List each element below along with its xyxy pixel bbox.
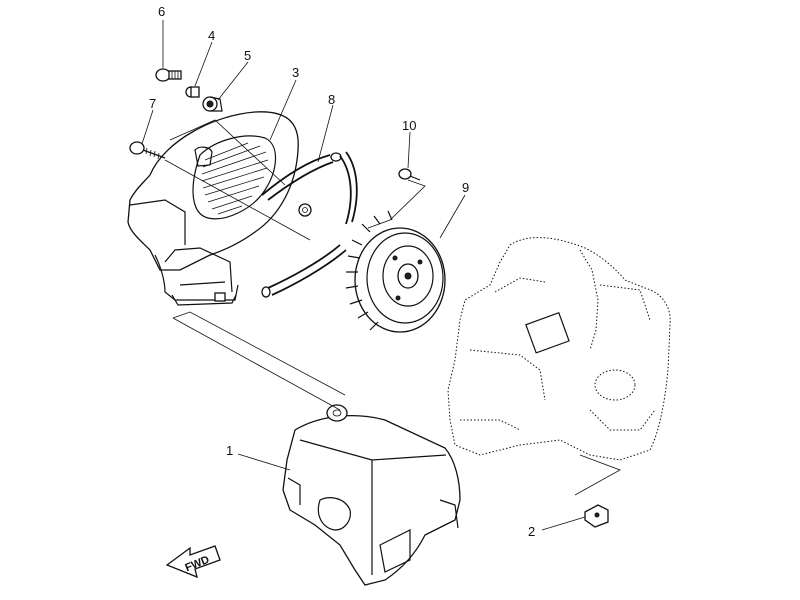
callout-5: 5 <box>244 48 251 63</box>
callout-6: 6 <box>158 4 165 19</box>
callout-7: 7 <box>149 96 156 111</box>
callout-labels: 6 4 5 3 7 8 10 9 1 2 <box>149 4 535 539</box>
callout-2: 2 <box>528 524 535 539</box>
fan-shroud-part <box>127 111 312 306</box>
screw-7-part <box>129 141 166 160</box>
clip-2-part <box>584 504 609 528</box>
shroud-grille <box>201 142 269 215</box>
collar-4-part <box>185 86 200 98</box>
engine-crankcase-outline <box>447 237 671 461</box>
bolt-6-part <box>155 68 182 82</box>
fan-fins <box>345 210 393 331</box>
hose-8-part <box>261 151 358 298</box>
callout-9: 9 <box>462 180 469 195</box>
forward-arrow-icon: FWD <box>165 545 221 579</box>
callout-10: 10 <box>402 118 416 133</box>
grommet-5-part <box>202 96 223 112</box>
assembly-guide-lines <box>164 119 621 496</box>
air-duct-part <box>282 404 461 586</box>
callout-3: 3 <box>292 65 299 80</box>
flywheel-fan-part <box>345 210 446 333</box>
callout-1: 1 <box>226 443 233 458</box>
callout-4: 4 <box>208 28 215 43</box>
callout-8: 8 <box>328 92 335 107</box>
screw-10-part <box>398 168 421 181</box>
leader-lines <box>141 20 586 531</box>
